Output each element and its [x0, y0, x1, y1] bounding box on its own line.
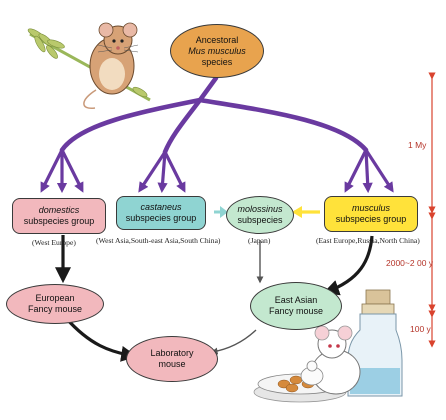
- region-molossinus: (Japan): [248, 236, 271, 245]
- node-castaneus-line2: subspecies group: [125, 213, 197, 223]
- region-castaneus: (West Asia,South-east Asia,South China): [96, 236, 221, 245]
- node-european: European Fancy mouse: [6, 284, 104, 324]
- node-laboratory-line1: Laboratory: [150, 348, 194, 358]
- region-domestics: (West Europe): [32, 238, 76, 247]
- node-european-line2: Fancy mouse: [27, 304, 83, 314]
- mice-bottle-illustration: [253, 289, 403, 403]
- region-musculus: (East Europe,Russia,North China): [316, 236, 420, 245]
- node-musculus-line1: musculus: [351, 203, 390, 213]
- node-domestics-line1: domestics: [38, 205, 80, 215]
- arrow-musculus-molossinus-head: [292, 206, 302, 218]
- node-molossinus: molossinus subspecies: [226, 196, 294, 234]
- node-european-line1: European: [35, 293, 75, 303]
- node-musculus-line2: subspecies group: [335, 214, 407, 224]
- node-castaneus-line1: castaneus: [140, 202, 182, 212]
- node-laboratory: Laboratory mouse: [126, 336, 218, 382]
- node-ancestral-line2: Mus musculus: [188, 45, 246, 56]
- node-castaneus: castaneus subspecies group: [116, 196, 206, 230]
- node-eastasian: East Asian Fancy mouse: [250, 282, 342, 330]
- branch-lines: [59, 75, 369, 155]
- node-ancestral: Ancestoral Mus musculus species: [170, 24, 264, 78]
- arrow-castaneus-molossinus-head: [220, 206, 228, 218]
- node-eastasian-line2: Fancy mouse: [268, 306, 324, 316]
- node-molossinus-line1: molossinus: [237, 204, 283, 214]
- arrow-eastasian-laboratory: [210, 329, 257, 355]
- timeline-label-2000y: 2000~2 00 y: [386, 258, 434, 268]
- timeline-label-100y: 100 y: [410, 324, 431, 334]
- mouse-wheat-illustration: [27, 22, 151, 109]
- node-laboratory-line2: mouse: [158, 359, 186, 369]
- node-musculus: musculus subspecies group: [324, 196, 418, 232]
- node-eastasian-line1: East Asian: [274, 295, 318, 305]
- node-domestics-line2: subspecies group: [23, 216, 95, 226]
- timeline-label-1my: 1 My: [408, 140, 427, 150]
- node-ancestral-line3: species: [201, 56, 233, 67]
- arrow-musculus-eastasian: [322, 235, 374, 296]
- node-molossinus-line2: subspecies: [237, 215, 283, 225]
- arrow-european-laboratory: [64, 316, 138, 362]
- node-domestics: domestics subspecies group: [12, 198, 106, 234]
- node-ancestral-line1: Ancestoral: [195, 34, 239, 45]
- branch-arrows: [40, 149, 394, 194]
